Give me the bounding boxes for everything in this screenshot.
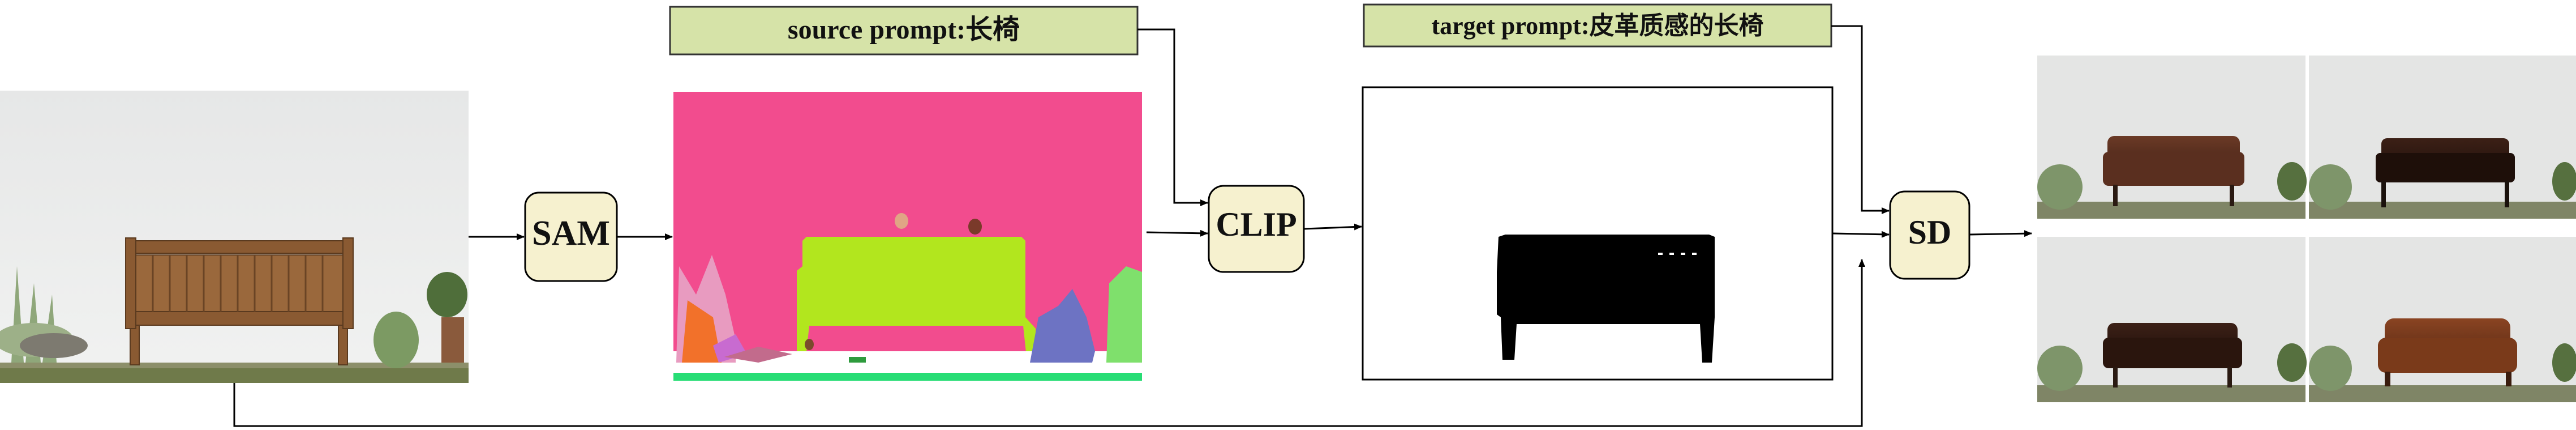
sam-module: SAM — [524, 191, 618, 282]
sam-label: SAM — [532, 214, 610, 253]
segmentation-map — [673, 92, 1142, 385]
bench-mask — [1362, 86, 1834, 381]
clip-module: CLIP — [1208, 185, 1305, 273]
output-image-4 — [2309, 237, 2576, 402]
source-prompt-text: source prompt:长椅 — [788, 15, 1020, 45]
sd-module: SD — [1889, 190, 1970, 280]
bypass-arrow — [233, 259, 1865, 427]
output-image-3 — [2037, 237, 2307, 402]
source-prompt-box: source prompt:长椅 — [669, 6, 1139, 56]
output-image-2 — [2309, 56, 2576, 219]
output-image-1 — [2037, 56, 2307, 219]
arrow-target-prompt-to-sd — [1831, 25, 1890, 214]
arrow-sd-to-outputs — [1969, 230, 2032, 237]
target-prompt-text: target prompt:皮革质感的长椅 — [1432, 12, 1764, 40]
arrow-source-prompt-to-clip — [1137, 28, 1208, 206]
arrow-mask-to-sd — [1832, 231, 1890, 238]
sd-label: SD — [1908, 214, 1952, 251]
arrow-seg-to-clip — [1146, 229, 1208, 237]
clip-label: CLIP — [1216, 206, 1296, 243]
arrow-clip-to-mask — [1303, 223, 1362, 231]
target-prompt-box: target prompt:皮革质感的长椅 — [1363, 3, 1832, 48]
input-bench-photo — [0, 91, 469, 383]
